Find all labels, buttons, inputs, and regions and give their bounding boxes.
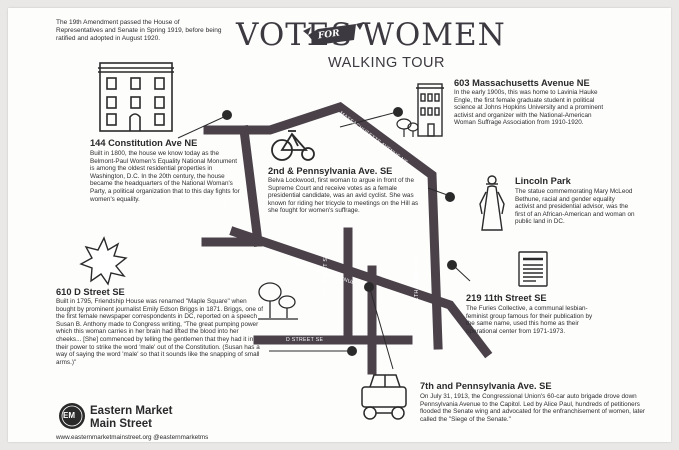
site-heading-eleventh: 219 11th Street SE bbox=[466, 293, 547, 303]
poster-sheet bbox=[8, 8, 671, 442]
title-subtitle: WALKING TOUR bbox=[328, 55, 445, 71]
site-body-d-street: Built in 1795, Friendship House was rena… bbox=[56, 298, 263, 366]
marker-lincoln[interactable] bbox=[445, 192, 455, 202]
starburst-icon bbox=[79, 236, 128, 286]
site-heading-d-street: 610 D Street SE bbox=[56, 287, 125, 297]
trees-icon bbox=[258, 282, 298, 320]
title-women: WOMEN bbox=[362, 17, 506, 53]
road-network bbox=[201, 101, 493, 375]
vintage-car-icon bbox=[361, 374, 407, 420]
statue-icon bbox=[479, 175, 505, 231]
street-label-seventh: 7TH STREET SE bbox=[323, 254, 329, 298]
footer-links[interactable]: www.easternmarketmainstreet.org @eastern… bbox=[56, 434, 209, 441]
site-body-eleventh: The Furies Collective, a communal lesbia… bbox=[466, 305, 593, 335]
marker-seventh-penn[interactable] bbox=[364, 282, 374, 292]
road-second-street bbox=[238, 124, 264, 248]
site-body-massachusetts: In the early 1900s, this was home to Lav… bbox=[454, 89, 604, 127]
site-body-second-penn: Belva Lockwood, first woman to argue in … bbox=[268, 177, 419, 215]
newspaper-icon bbox=[518, 251, 548, 287]
site-heading-seventh-penn: 7th and Pennsylvania Ave. SE bbox=[420, 381, 552, 391]
flag-banner-icon bbox=[303, 22, 364, 45]
site-body-constitution: Built in 1800, the house we know today a… bbox=[90, 150, 240, 203]
site-heading-massachusetts: 603 Massachusetts Avenue NE bbox=[454, 78, 590, 88]
rowhouse-icon bbox=[98, 62, 174, 132]
street-label-d: D STREET SE bbox=[286, 337, 324, 343]
marker-eleventh[interactable] bbox=[447, 260, 457, 270]
site-markers bbox=[222, 107, 457, 356]
site-heading-lincoln: Lincoln Park bbox=[515, 176, 571, 186]
road-upper-loop bbox=[203, 101, 443, 350]
logo-line-1: Eastern Market bbox=[90, 405, 173, 417]
marker-constitution[interactable] bbox=[222, 110, 232, 120]
marker-d-street[interactable] bbox=[347, 346, 357, 356]
site-heading-second-penn: 2nd & Pennsylvania Ave. SE bbox=[268, 166, 393, 176]
logo-icon bbox=[59, 403, 85, 429]
site-body-seventh-penn: On July 31, 1913, the Congressional Unio… bbox=[420, 393, 645, 423]
logo-badge-text: EM bbox=[63, 411, 75, 420]
site-heading-constitution: 144 Constitution Ave NE bbox=[90, 138, 198, 148]
title-votes: VOTES bbox=[236, 17, 353, 53]
townhouse-icon bbox=[416, 83, 444, 137]
trees-icon bbox=[396, 118, 419, 137]
intro-text: The 19th Amendment passed the House of R… bbox=[56, 19, 222, 42]
site-body-lincoln: The statue commemorating Mary McLeod Bet… bbox=[515, 188, 635, 226]
road-pennsylvania bbox=[229, 226, 493, 359]
street-label-eleventh: 11TH STREET SE bbox=[414, 256, 420, 303]
logo-line-2: Main Street bbox=[90, 418, 152, 430]
bicycle-icon bbox=[271, 130, 315, 161]
marker-massachusetts[interactable] bbox=[393, 107, 403, 117]
